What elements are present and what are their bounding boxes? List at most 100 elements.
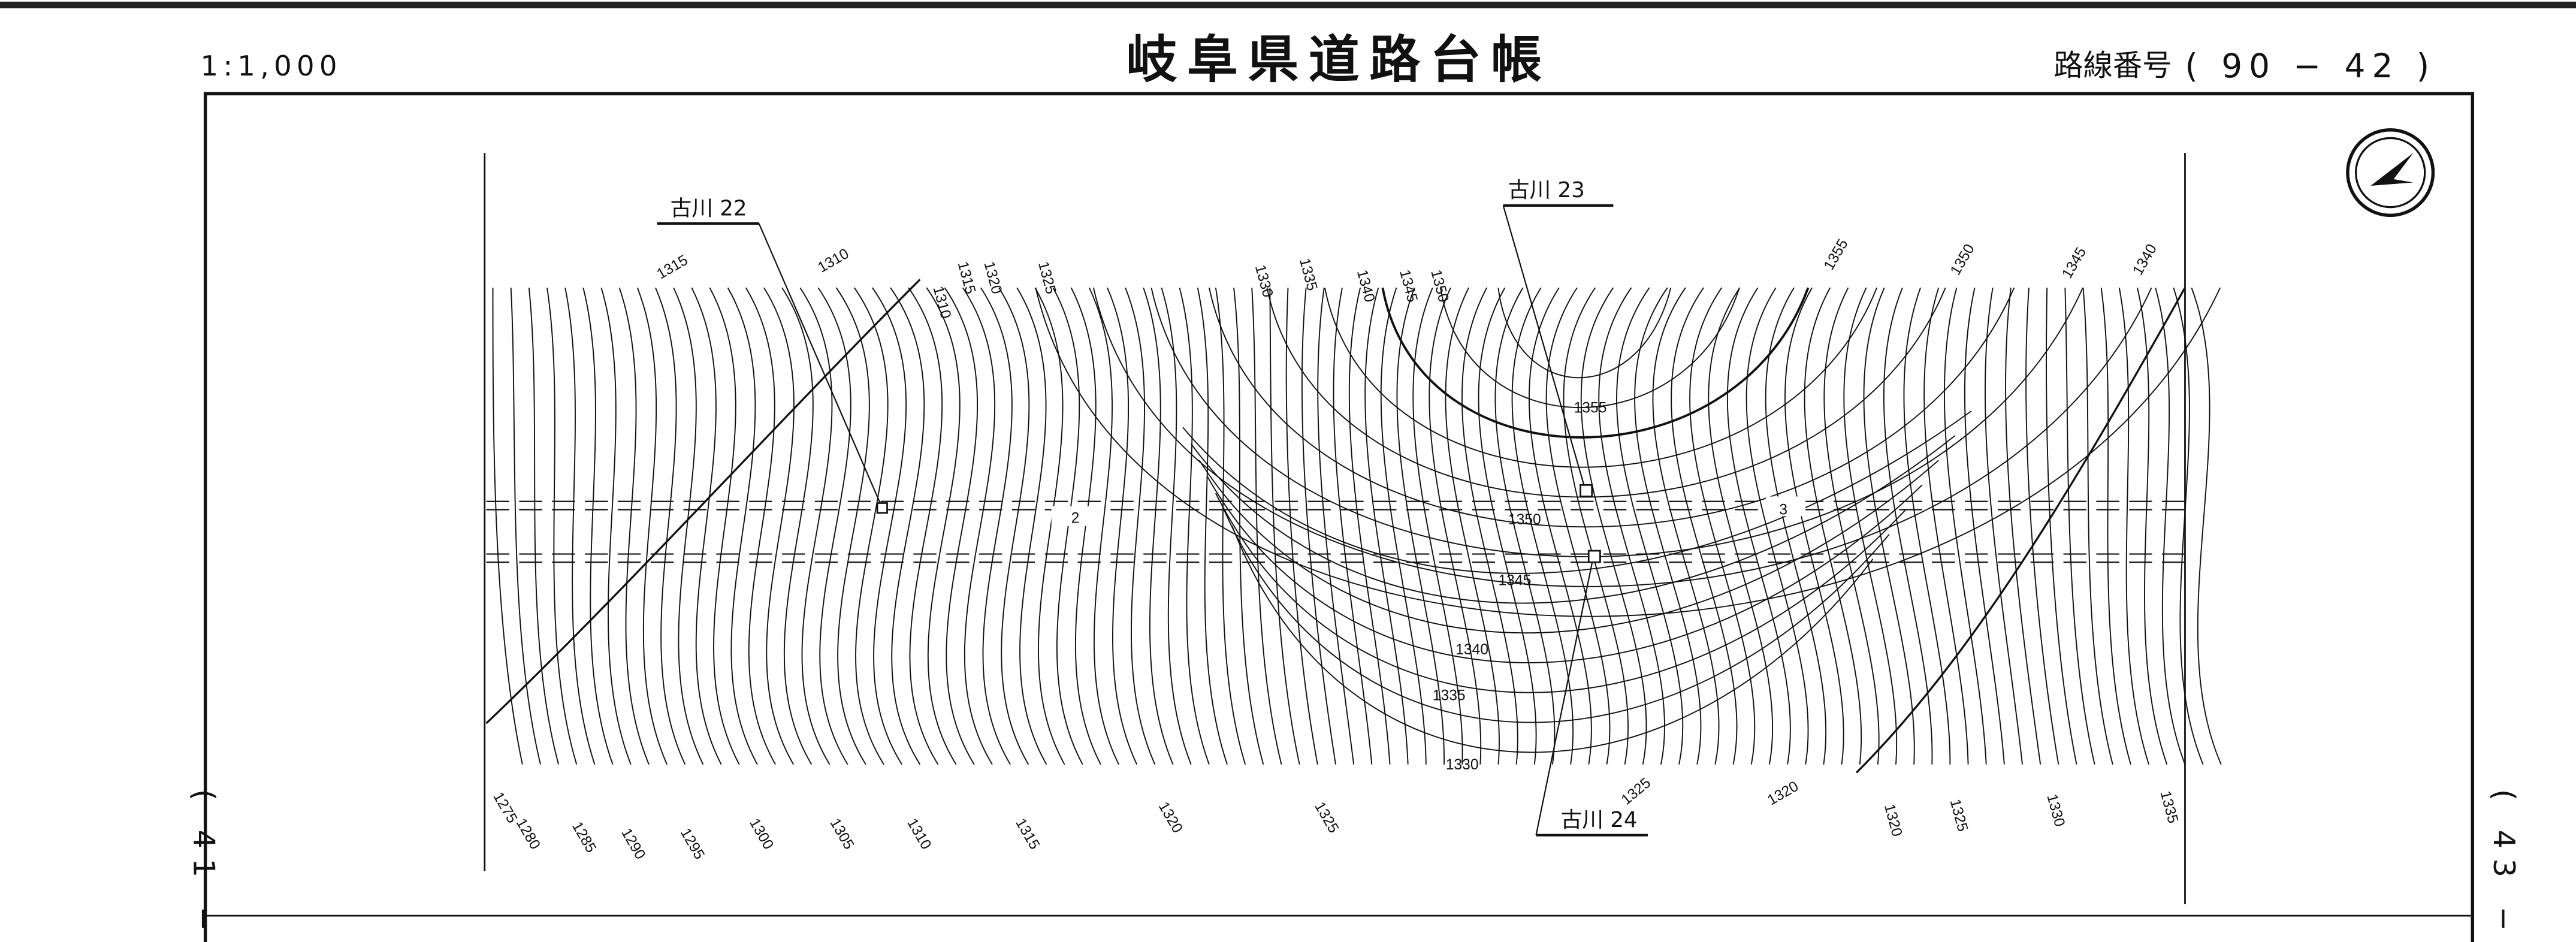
contour-line (546, 287, 578, 765)
contour-line (1745, 287, 1809, 765)
contour-line (1269, 288, 1300, 765)
contour-line (1412, 287, 1463, 765)
contour-line (1380, 287, 1427, 765)
contour-line (618, 287, 650, 765)
contour-line (709, 287, 740, 765)
contour-line (2064, 288, 2095, 765)
route-number: ( 90 − 42 ) (2185, 47, 2436, 85)
contour-line (655, 287, 686, 765)
contour-line (1445, 287, 1500, 765)
benchmark-icon (1580, 484, 1593, 497)
contour-line (1923, 287, 1969, 765)
contour-line (1497, 287, 1672, 379)
contour-line (2082, 288, 2113, 765)
contour-line (1689, 287, 1756, 765)
contour-line (510, 288, 541, 765)
contour-line (1107, 287, 1138, 765)
right-page-number: ( 43 − (2487, 789, 2521, 941)
survey-marker-24: 古川 24 (1535, 550, 1648, 837)
contour-line (1016, 287, 1047, 765)
contour-line (673, 287, 704, 765)
contour-line (1035, 287, 2221, 617)
contour-line (1883, 287, 1933, 765)
contour-line (1708, 287, 1774, 765)
contour-line (763, 287, 795, 765)
contour-line (2005, 287, 2042, 765)
marker-label: 古川 23 (1508, 178, 1585, 203)
contour-line (1190, 435, 1956, 604)
contour-line (1034, 287, 1065, 765)
contour-line (582, 287, 614, 765)
contour-line (1671, 287, 1738, 765)
contour-line (1324, 287, 1878, 468)
contour-elevation-label: 1335 (1433, 688, 1466, 704)
contour-line (2137, 287, 2168, 765)
contour-line (1863, 287, 1915, 765)
contour-line (492, 288, 523, 765)
contour-line (1984, 287, 2023, 765)
contour-line (980, 287, 1013, 765)
contour-line (1285, 288, 1318, 765)
contour-line (1580, 287, 1647, 765)
contour-line (944, 287, 979, 765)
contour-line (817, 287, 851, 765)
contour-line (872, 287, 907, 765)
page-title: 岐阜県道路台帳 (1126, 31, 1551, 90)
contour-line (1150, 287, 2083, 558)
survey-marker-23: 古川 23 (1502, 178, 1614, 497)
contour-line (1804, 287, 1862, 765)
contour-line (2173, 287, 2204, 765)
contour-line (1494, 287, 1556, 765)
contour-elevation-label: 1330 (1446, 757, 1479, 773)
survey-marker-22: 古川 22 (657, 196, 888, 514)
contour-line (998, 287, 1030, 765)
marker-label: 古川 22 (671, 196, 747, 221)
contour-line (781, 287, 814, 765)
contour-line (2191, 287, 2222, 765)
contour-elevation-label: 1345 (1498, 573, 1531, 589)
contour-line (1944, 287, 1987, 765)
contour-line (1903, 287, 1951, 765)
contour-line (1843, 287, 1898, 765)
contour-elevation-label: 1350 (1508, 512, 1541, 528)
contour-line (1317, 287, 1355, 765)
contour-line (1964, 287, 2005, 765)
contour-line (1215, 287, 1246, 765)
contour-line (1634, 287, 1702, 765)
contour-line (1208, 287, 2015, 528)
map-scale: 1:1,000 (200, 50, 342, 82)
contour-line (890, 287, 925, 765)
contour-line (1396, 287, 1445, 765)
contour-line (1364, 287, 1409, 765)
contour-line (564, 287, 596, 765)
top-border (0, 1, 2576, 8)
contour-line (1348, 287, 1391, 765)
ridge-line (1855, 287, 2186, 774)
contour-line (1143, 287, 1174, 765)
contour-line (1231, 526, 1874, 753)
ridge-line (485, 279, 921, 724)
contour-line (926, 287, 961, 765)
contour-line (636, 287, 668, 765)
contour-line (528, 288, 560, 765)
contour-line (691, 287, 722, 765)
contour-line (1207, 476, 1923, 663)
map-frame (203, 92, 2475, 942)
benchmark-icon (876, 502, 888, 514)
route-number-label: 路線番号 (2053, 48, 2172, 83)
contour-line (1125, 287, 1156, 765)
contour-line (1727, 287, 1791, 765)
contour-line (2118, 287, 2150, 765)
contour-line (1439, 287, 1740, 408)
contour-line (1616, 287, 1684, 765)
contour-line (1223, 509, 1890, 723)
contour-line (1823, 287, 1880, 765)
contour-line (600, 287, 632, 765)
contour-line (1251, 288, 1282, 765)
contour-line (1511, 287, 1574, 765)
contour-lines (485, 279, 2222, 774)
contour-line (1784, 287, 1844, 765)
contour-line (1478, 287, 1537, 765)
contour-line (1182, 410, 1972, 574)
